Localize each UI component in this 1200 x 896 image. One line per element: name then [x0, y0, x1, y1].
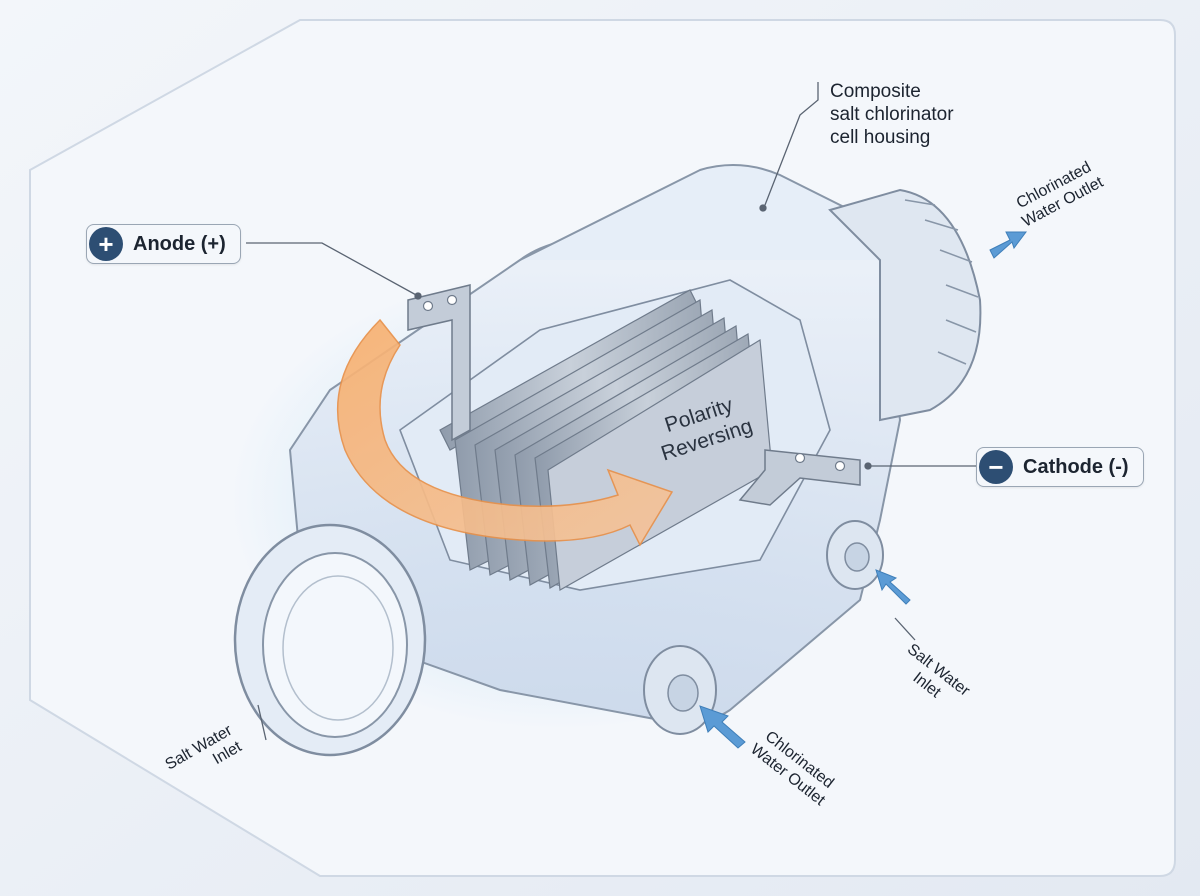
anode-terminal-hole: [422, 300, 434, 312]
inlet-left-leader: [257, 704, 267, 741]
leader-lines: [246, 82, 976, 741]
housing-label-line-3: cell housing: [830, 127, 931, 148]
housing-top-edge: [519, 164, 881, 261]
outlet-top-arrow: [989, 231, 1027, 259]
flow-arrows: [699, 231, 1027, 749]
housing-label: Composite salt chlorinator cell housing: [830, 80, 954, 149]
anode-label: + Anode (+): [86, 224, 241, 264]
cathode-terminal: [738, 449, 861, 506]
inlet-right-leader: [894, 617, 916, 641]
bottom-outlet-hole: [667, 674, 699, 712]
anode-label-text: Anode (+): [133, 232, 226, 255]
inlet-pipe-opening: [262, 552, 408, 738]
plus-icon: +: [89, 227, 123, 261]
housing-leader: [764, 82, 819, 206]
inlet-pipe-thread: [282, 575, 394, 721]
anode-leader: [246, 242, 419, 297]
anode-terminal-hole-2: [446, 294, 458, 306]
anode-terminal: [407, 284, 471, 442]
polarity-reversing-arrow: [336, 318, 674, 547]
right-inlet-arrow: [875, 569, 911, 605]
right-inlet-hole: [844, 542, 870, 572]
outlet-union-nut: [828, 188, 982, 422]
cathode-terminal-hole-2: [834, 460, 846, 472]
cathode-terminal-hole: [794, 452, 806, 464]
bottom-outlet-arrow: [699, 705, 746, 749]
cathode-label: − Cathode (-): [976, 447, 1144, 487]
housing-label-line-1: Composite: [830, 81, 921, 102]
outlet-nut-ridges: [904, 199, 979, 365]
minus-icon: −: [979, 450, 1013, 484]
cathode-label-text: Cathode (-): [1023, 455, 1129, 478]
housing-label-line-2: salt chlorinator: [830, 104, 954, 125]
